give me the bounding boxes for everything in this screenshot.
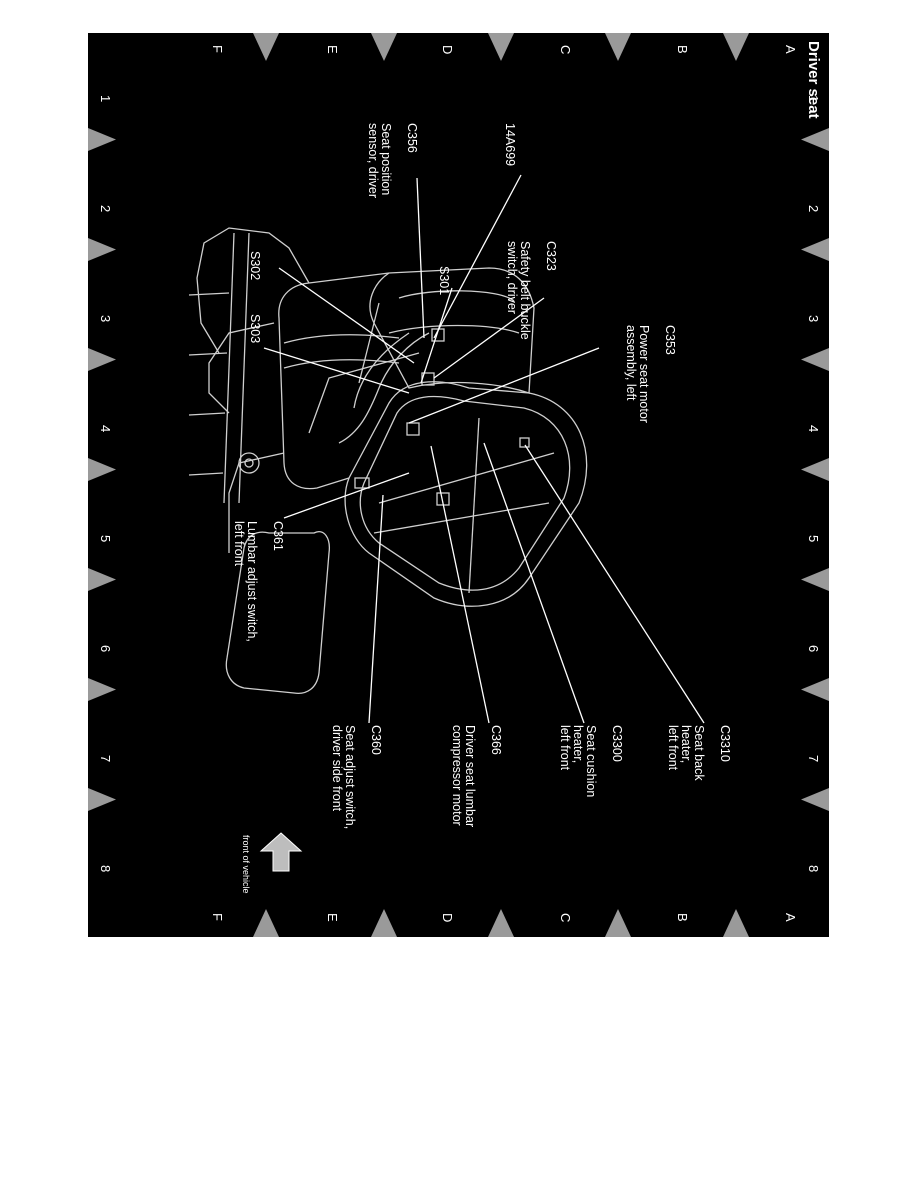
grid-row-a-left: A xyxy=(783,45,798,54)
callout-c3300-code: C3300 xyxy=(610,725,624,762)
grid-row-f-left: F xyxy=(210,45,225,53)
callout-c366-code: C366 xyxy=(489,725,503,755)
callout-c353-code: C353 xyxy=(663,325,677,355)
callout-c3310-desc: Seat back heater, left front xyxy=(666,725,706,781)
grid-col-3-top: 3 xyxy=(806,315,821,323)
callout-s301: S301 xyxy=(424,266,463,295)
callout-c356-code: C356 xyxy=(405,123,419,153)
callout-c3300-desc: Seat cushion heater, left front xyxy=(558,725,598,798)
grid-col-8-bottom: 8 xyxy=(98,865,113,873)
rotated-diagram: Driver seat 1 2 3 4 5 6 7 8 1 2 3 4 5 6 … xyxy=(88,33,829,937)
front-arrow-icon xyxy=(259,832,303,872)
grid-col-5-bottom: 5 xyxy=(98,535,113,543)
callout-c356: C356 Seat position sensor, driver xyxy=(353,123,431,198)
callout-c3310: C3310 Seat back heater, left front xyxy=(653,725,744,781)
grid-row-c-right: C xyxy=(558,913,573,923)
grid-row-f-right: F xyxy=(210,913,225,921)
grid-col-4-bottom: 4 xyxy=(98,425,113,433)
callout-s303-code: S303 xyxy=(248,314,262,344)
grid-col-2-bottom: 2 xyxy=(98,205,113,213)
grid-row-c-left: C xyxy=(558,45,573,55)
grid-col-7-bottom: 7 xyxy=(98,755,113,763)
grid-col-4-top: 4 xyxy=(806,425,821,433)
callout-c3310-code: C3310 xyxy=(718,725,732,762)
leader-lines xyxy=(263,174,705,724)
seat-diagram-graphic xyxy=(88,33,829,937)
callout-c3300: C3300 Seat cushion heater, left front xyxy=(545,725,636,797)
callout-c356-desc: Seat position sensor, driver xyxy=(366,123,393,199)
grid-col-5-top: 5 xyxy=(806,535,821,543)
callout-c360-code: C360 xyxy=(369,725,383,755)
callout-c360: C360 Seat adjust switch, driver side fro… xyxy=(317,725,395,829)
callout-c323-desc: Safety belt buckle switch, driver xyxy=(505,241,532,340)
callout-14a699: 14A699 xyxy=(490,123,529,166)
grid-col-2-top: 2 xyxy=(806,205,821,213)
callout-14a699-code: 14A699 xyxy=(503,123,517,167)
diagram-panel: Driver seat 1 2 3 4 5 6 7 8 1 2 3 4 5 6 … xyxy=(88,33,829,937)
grid-col-6-bottom: 6 xyxy=(98,645,113,653)
grid-row-b-right: B xyxy=(675,913,690,922)
callout-s302: S302 xyxy=(235,251,274,280)
callout-c366: C366 Driver seat lumbar compressor motor xyxy=(437,725,515,827)
callout-c353: C353 Power seat motor assembly, left xyxy=(611,325,689,423)
callout-c360-desc: Seat adjust switch, driver side front xyxy=(330,725,357,830)
grid-col-1-top: 1 xyxy=(806,95,821,103)
callout-s302-code: S302 xyxy=(248,251,262,281)
grid-col-3-bottom: 3 xyxy=(98,315,113,323)
grid-col-6-top: 6 xyxy=(806,645,821,653)
front-of-vehicle-label: front of vehicle xyxy=(241,835,251,894)
grid-row-d-left: D xyxy=(440,45,455,55)
grid-col-1-bottom: 1 xyxy=(98,95,113,103)
grid-row-e-left: E xyxy=(325,45,340,54)
grid-col-7-top: 7 xyxy=(806,755,821,763)
frame-markers xyxy=(88,33,829,937)
callout-c361: C361 Lumbar adjust switch, left front xyxy=(219,521,297,642)
callout-c361-code: C361 xyxy=(271,521,285,551)
callout-c366-desc: Driver seat lumbar compressor motor xyxy=(450,725,477,828)
grid-col-8-top: 8 xyxy=(806,865,821,873)
grid-row-e-right: E xyxy=(325,913,340,922)
callout-c323: C323 Safety belt buckle switch, driver xyxy=(492,241,570,340)
callout-c353-desc: Power seat motor assembly, left xyxy=(624,325,651,423)
callout-c361-desc: Lumbar adjust switch, left front xyxy=(232,521,259,642)
seat-illustration xyxy=(188,227,588,694)
page-title: Driver seat xyxy=(805,41,822,119)
callout-c323-code: C323 xyxy=(544,241,558,271)
grid-row-b-left: B xyxy=(675,45,690,54)
callout-s301-code: S301 xyxy=(437,266,451,296)
grid-row-a-right: A xyxy=(783,913,798,922)
callout-s303: S303 xyxy=(235,314,274,343)
grid-row-d-right: D xyxy=(440,913,455,923)
